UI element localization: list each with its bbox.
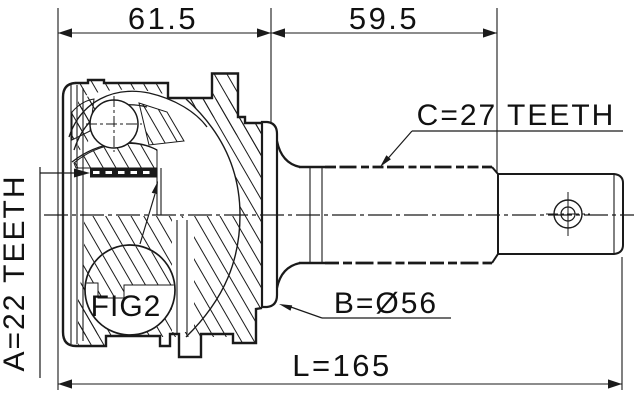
extension-lines <box>57 8 623 390</box>
cage-right-wedge-hatch <box>138 102 185 146</box>
leader-arrowhead-icon <box>380 155 391 167</box>
housing-outline-top <box>75 72 262 125</box>
arrowhead-left-icon <box>271 28 285 38</box>
leader-arrowhead-icon <box>74 168 90 178</box>
arrowhead-right-icon <box>257 28 271 38</box>
housing-diameter-label: B=Ø56 <box>334 287 438 320</box>
neck-fillet-bottom <box>275 261 301 289</box>
joint-housing-section <box>61 72 263 359</box>
leader-arrowhead-icon <box>279 304 293 311</box>
arrowhead-right-icon <box>483 28 497 38</box>
fig2-detail-callout: FIG2 <box>84 181 176 336</box>
dimension-housing-length: 61.5 <box>58 1 271 38</box>
label-inner-spline: A=22 TEETH <box>0 167 90 378</box>
housing-outline-bottom <box>76 306 263 359</box>
label-outer-spline: C=27 TEETH <box>380 99 623 167</box>
dimension-overall-length: L=165 <box>58 348 622 389</box>
drive-shaft <box>260 120 624 309</box>
fig2-leader-line <box>139 193 156 245</box>
neck-fillet-top <box>275 140 301 169</box>
spline-end-chamfer-top <box>491 166 499 175</box>
arrowhead-right-icon <box>608 379 622 389</box>
overall-length-label: L=165 <box>292 348 392 383</box>
dimension-housing-length-label: 61.5 <box>128 1 198 36</box>
inner-race-hatch <box>73 142 158 169</box>
fig2-race-hatch <box>86 246 174 299</box>
arrowhead-left-icon <box>58 28 72 38</box>
outer-spline-label: C=27 TEETH <box>417 99 616 132</box>
arrowhead-left-icon <box>58 379 72 389</box>
fig2-arrowhead-icon <box>151 181 158 195</box>
dimension-shaft-length-label: 59.5 <box>349 1 419 36</box>
leader-line <box>287 305 323 319</box>
dimension-shaft-length: 59.5 <box>271 1 497 38</box>
housing-right-wall-hatch <box>186 99 262 343</box>
label-housing-diameter: B=Ø56 <box>279 287 451 320</box>
fig2-label: FIG2 <box>91 290 162 323</box>
inner-race-gap <box>172 218 194 332</box>
spline-end-chamfer-bottom <box>491 253 499 264</box>
housing-top-wall-hatch <box>75 74 262 160</box>
inner-spline-label: A=22 TEETH <box>0 174 31 371</box>
